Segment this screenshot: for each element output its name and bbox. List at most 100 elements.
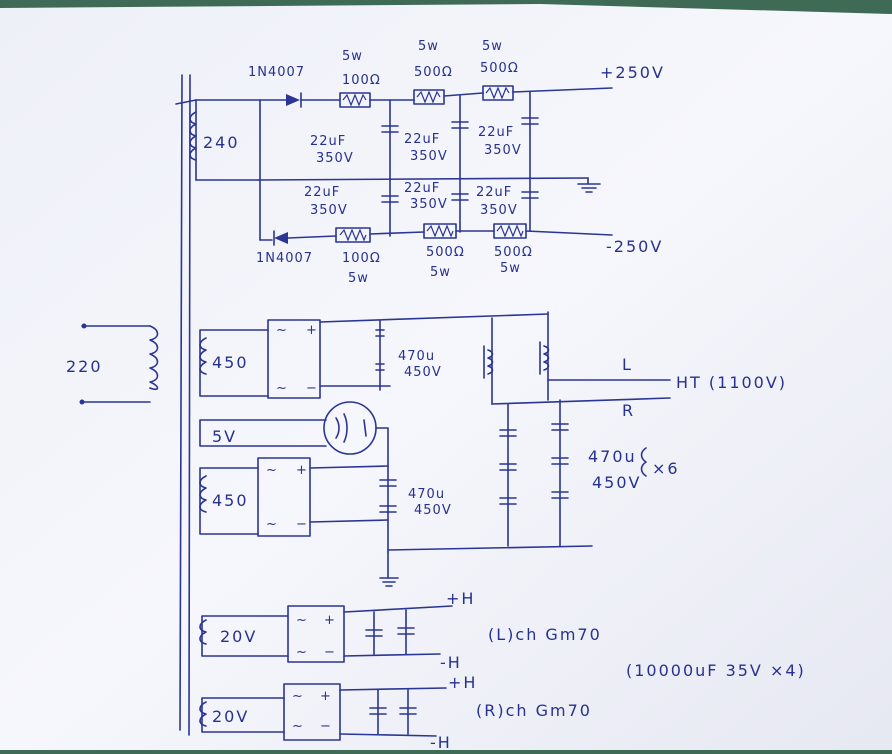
bank-count: ×6 <box>652 459 680 478</box>
svg-text:~: ~ <box>276 323 288 338</box>
cap-bot-1a: 22uF <box>304 185 340 200</box>
svg-text:+: + <box>320 689 332 704</box>
power-bot-2: 5w <box>430 265 451 280</box>
cap-2-value: 470u <box>408 487 445 502</box>
ht-out-label: HT (1100V) <box>676 373 787 392</box>
lv-supply-circuit: 20V ~+ ~− +H -H (L)ch Gm70 20V ~+ ~− +H … <box>199 589 806 752</box>
res-bot-2-label: 500Ω <box>426 245 465 260</box>
cap-bot-2b: 350V <box>410 197 448 212</box>
power-bot-3: 5w <box>500 261 521 276</box>
resistor-top-2 <box>413 89 445 105</box>
paper-background <box>0 4 892 750</box>
winding-240-lead <box>175 99 197 181</box>
svg-text:~: ~ <box>276 381 288 396</box>
svg-text:+: + <box>324 613 336 628</box>
lv-cap-note: (10000uF 35V ×4) <box>626 661 806 680</box>
lv-neg-1: -H <box>440 653 462 672</box>
top-rail-d <box>443 92 484 97</box>
cap-bot-3b: 350V <box>480 203 518 218</box>
svg-text:~: ~ <box>296 613 308 628</box>
res-top-1-label: 100Ω <box>342 73 381 88</box>
out-neg-label: -250V <box>606 237 663 256</box>
cap-1-value: 470u <box>398 349 435 364</box>
power-top-3: 5w <box>482 39 503 54</box>
bridge-2 <box>257 457 311 537</box>
hv-input-wires <box>195 99 261 241</box>
lv-ch-2: (R)ch Gm70 <box>476 701 592 720</box>
res-top-3-label: 500Ω <box>480 61 519 76</box>
bank-volt: 450V <box>592 473 641 492</box>
center-rail <box>257 177 589 181</box>
cap-bank-right <box>551 423 569 499</box>
res-bot-1-label: 100Ω <box>342 251 381 266</box>
cap-top-3b: 350V <box>484 143 522 158</box>
core-line-1 <box>179 74 183 731</box>
cap-bank-top <box>381 117 539 203</box>
cap-top-2b: 350V <box>410 149 448 164</box>
out-pos-label: +250V <box>600 63 665 82</box>
svg-text:~: ~ <box>266 463 278 478</box>
lv-winding-2-label: 20V <box>212 707 249 726</box>
winding-5v-label: 5V <box>212 427 237 446</box>
svg-text:−: − <box>320 719 332 734</box>
lv-neg-2: -H <box>430 733 452 750</box>
svg-text:−: − <box>324 645 336 660</box>
top-rail-out <box>512 87 613 93</box>
svg-text:−: − <box>296 517 308 532</box>
choke-R <box>543 345 550 371</box>
cap-bot-1b: 350V <box>310 203 348 218</box>
bridge-1 <box>267 319 321 399</box>
winding-240-label: 240 <box>203 133 240 152</box>
svg-text:~: ~ <box>292 719 304 734</box>
power-top-1: 5w <box>342 49 363 64</box>
lv-pos-2: +H <box>448 673 477 692</box>
cap-1-volt: 450V <box>404 365 442 380</box>
resistor-bot-1 <box>335 227 371 243</box>
resistor-top-2-zig <box>416 90 441 104</box>
lv-bridge-1 <box>287 605 345 663</box>
bank-value: 470u <box>588 447 637 466</box>
ground-symbol-top <box>577 177 601 193</box>
power-bot-1: 5w <box>348 271 369 286</box>
lv-pos-1: +H <box>446 589 475 608</box>
cap-top-1a: 22uF <box>310 134 346 149</box>
hv-supply-circuit: 240 1N4007 5w 5w 5w 100Ω 500Ω 500Ω +250V <box>175 39 665 736</box>
svg-text:−: − <box>306 381 318 396</box>
bot-rail-c <box>369 231 425 235</box>
cap-bot-2a: 22uF <box>404 181 440 196</box>
resistor-bot-2-zig <box>426 224 454 238</box>
winding-450-1-label: 450 <box>212 353 249 372</box>
resistor-top-1-zig <box>342 93 367 107</box>
cap-2-volt: 450V <box>414 503 452 518</box>
lv-bridge-2 <box>283 683 341 741</box>
diode-top-symbol <box>286 94 300 106</box>
primary-winding: 220 <box>66 323 159 405</box>
res-bot-3-label: 500Ω <box>494 245 533 260</box>
power-top-2: 5w <box>418 39 439 54</box>
winding-450-2-label: 450 <box>212 491 249 510</box>
svg-text:~: ~ <box>266 517 278 532</box>
cap-bot-3a: 22uF <box>476 185 512 200</box>
ht-R-label: R <box>622 401 635 420</box>
diode-bottom-symbol <box>274 232 288 244</box>
resistor-top-3-zig <box>485 86 510 100</box>
core-line-2 <box>188 74 191 736</box>
cap-top-2a: 22uF <box>404 132 440 147</box>
res-top-2-label: 500Ω <box>414 65 453 80</box>
cap-top-3a: 22uF <box>478 125 514 140</box>
primary-label: 220 <box>66 357 103 376</box>
ht-out-R <box>491 397 671 405</box>
bot-rail-out <box>525 230 613 236</box>
cap-column-wires <box>389 91 531 237</box>
cap-bank-left <box>499 429 517 505</box>
svg-text:+: + <box>296 463 308 478</box>
ground-symbol-ht <box>379 577 399 587</box>
svg-text:~: ~ <box>296 645 308 660</box>
bot-rail-b <box>287 235 337 239</box>
resistor-bot-3-zig <box>496 224 524 238</box>
cap-top-1b: 350V <box>316 151 354 166</box>
lv-winding-1-label: 20V <box>220 627 257 646</box>
choke-L <box>487 349 494 375</box>
